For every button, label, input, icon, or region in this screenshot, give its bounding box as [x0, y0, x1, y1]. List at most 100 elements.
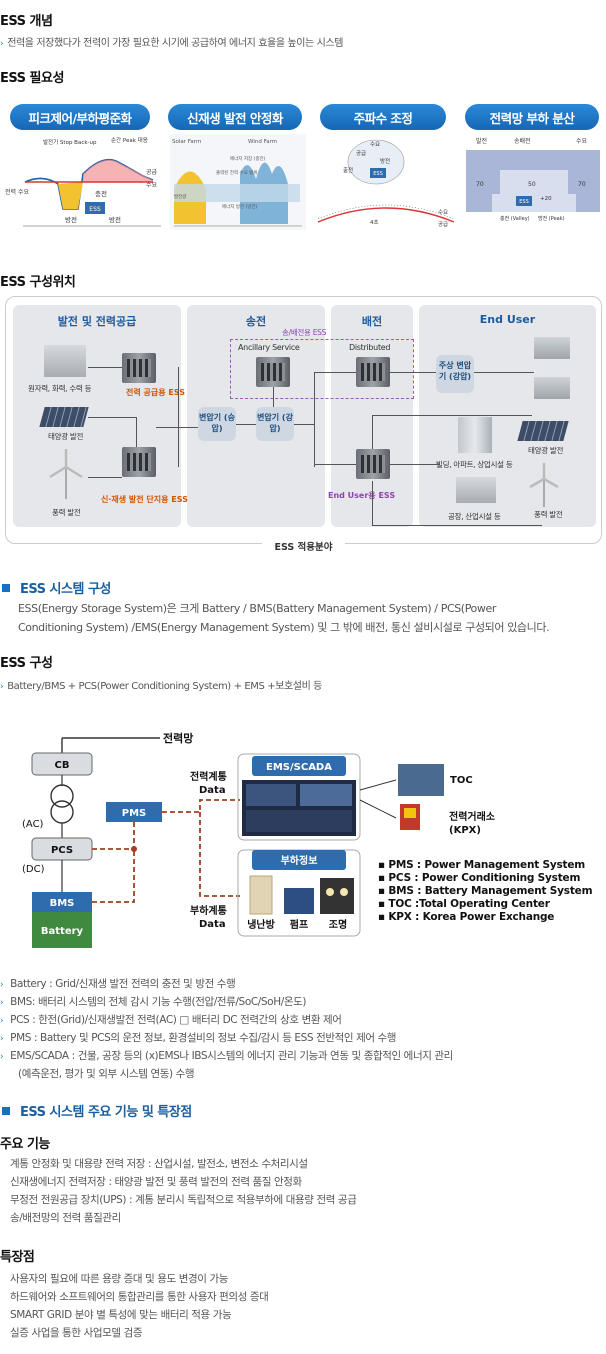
- square-bullet-icon: [2, 1106, 10, 1115]
- end-user-ess-label: End User용 ESS: [328, 491, 396, 500]
- pms-label: PMS: [122, 808, 146, 819]
- legend-bms: ▪ BMS : Battery Management System: [378, 885, 593, 897]
- wind-label: 풍력 발전: [52, 508, 81, 517]
- kpx-label-1: 전력거래소: [449, 810, 495, 823]
- system-desc: ESS(Energy Storage System)은 크게 Battery /…: [18, 602, 550, 634]
- eu-solar-label: 태양광 발전: [528, 446, 564, 455]
- svg-text:70: 70: [578, 181, 586, 188]
- location-diagram: 발전 및 전력공급 송전 배전 End User 송/배전용 ESS Ancil…: [5, 296, 602, 553]
- features-title: ESS 시스템 주요 기능 및 특장점: [2, 1101, 192, 1120]
- main-function-item: 계통 안정화 및 대용량 전력 저장 : 산업시설, 발전소, 변전소 수처리시…: [10, 1158, 308, 1170]
- dc-label: (DC): [22, 864, 45, 875]
- main-function-list: 계통 안정화 및 대용량 전력 저장 : 산업시설, 발전소, 변전소 수처리시…: [10, 1155, 357, 1227]
- pcs-label: PCS: [51, 845, 73, 856]
- need-pill-peak: 피크제어/부하평준화: [10, 104, 150, 130]
- svg-text:발전기 Stop Back-up: 발전기 Stop Back-up: [43, 138, 97, 146]
- frequency-chart: ESS 수요 공급 출전 방전 수요 공급 4초: [317, 139, 455, 228]
- desc-bullet-ems-cont: (예측운전, 평가 및 외부 시스템 연동) 수행: [18, 1068, 195, 1080]
- svg-text:공급: 공급: [356, 150, 366, 157]
- location-footer: ESS 적용분야: [262, 542, 345, 553]
- bms-label: BMS: [50, 898, 75, 909]
- bullet-arrow-icon: ›: [0, 39, 4, 49]
- main-function-title: 주요 기능: [0, 1137, 50, 1152]
- composition-title: ESS 구성: [0, 656, 53, 671]
- bullet-arrow-icon: ›: [0, 980, 4, 990]
- concept-title: ESS 개념: [0, 14, 53, 29]
- bullet-arrow-icon: ›: [0, 1052, 4, 1062]
- eu-solar-icon: [517, 421, 569, 441]
- step-up-transformer: 변압기 (승압): [198, 407, 236, 441]
- trans-ess-label: 송/배전용 ESS: [282, 328, 327, 337]
- distributed-label: Distributed: [349, 343, 391, 352]
- load-data-label-1: 부하계통: [190, 904, 227, 917]
- main-function-item: 신재생에너지 전력저장 : 태양광 발전 및 풍력 발전의 전력 품질 안정화: [10, 1176, 302, 1188]
- svg-text:발전: 발전: [476, 137, 487, 145]
- svg-text:ESS: ESS: [89, 206, 101, 213]
- svg-text:방전: 방전: [65, 215, 77, 224]
- svg-text:출력된 전력 수요 범위: 출력된 전력 수요 범위: [216, 169, 258, 176]
- legend-toc: ▪ TOC :Total Operating Center: [378, 898, 550, 910]
- building-label: 빌딩, 아파트, 상업시설 등: [436, 460, 513, 469]
- location-title: ESS 구성위치: [0, 275, 76, 290]
- desc-bullet-battery: › Battery : Grid/신재생 발전 전력의 충전 및 방전 수행: [0, 978, 236, 990]
- cb-label: CB: [55, 760, 70, 771]
- need-pill-grid: 전력망 부하 분산: [465, 104, 599, 130]
- svg-text:ESS: ESS: [373, 171, 383, 177]
- need-pill-renewable: 신재생 발전 안정화: [168, 104, 302, 130]
- pump-label: 펌프: [290, 918, 308, 931]
- solar-panel-icon: [39, 407, 89, 427]
- svg-text:출전: 출전: [343, 166, 353, 174]
- svg-text:충전 (Valley): 충전 (Valley): [500, 215, 530, 222]
- bullet-arrow-icon: ›: [0, 1016, 4, 1026]
- wind-turbine-icon: [49, 449, 83, 499]
- bullet-arrow-icon: ›: [0, 998, 4, 1008]
- solar-label: 태양광 발전: [48, 432, 84, 441]
- desc-bullet-pms: › PMS : Battery 및 PCS의 운전 정보, 환경설비의 정보 수…: [0, 1032, 397, 1044]
- svg-text:수요: 수요: [146, 182, 158, 189]
- svg-text:수요: 수요: [576, 138, 588, 145]
- main-function-item: 송/배전망의 전력 품질관리: [10, 1212, 121, 1224]
- strength-item: 사용자의 필요에 따른 용량 증대 및 용도 변경이 가능: [10, 1273, 228, 1285]
- grid-label: 전력망: [163, 731, 193, 745]
- strength-item: SMART GRID 분야 별 특성에 맞는 배터리 적용 가능: [10, 1309, 232, 1321]
- grid-load-chart: ESS 발전 송배전 수요 70 50 70 +20 충전 (Valley) 방…: [466, 137, 600, 222]
- load-info-label: 부하정보: [281, 854, 318, 867]
- svg-text:공급: 공급: [146, 169, 158, 176]
- distributed-ess-icon: [356, 357, 390, 387]
- renewable-ess-icon: [122, 447, 156, 477]
- house-icon-1: [534, 337, 570, 359]
- strength-item: 실증 사업을 통한 사업모델 검증: [10, 1327, 143, 1339]
- svg-text:에너지 저장 (충전): 에너지 저장 (충전): [230, 155, 266, 162]
- svg-text:+20: +20: [540, 196, 552, 202]
- peak-control-chart: ESS 발전기 Stop Back-up 순간 Peak 대응 공급 수요 전력…: [5, 136, 161, 227]
- svg-text:4초: 4초: [370, 219, 379, 226]
- hvac-label: 냉난방: [247, 918, 275, 931]
- desc-bullet-ems: › EMS/SCADA : 건물, 공장 등의 (x)EMS나 IBS시스템의 …: [0, 1050, 453, 1062]
- column-generation: 발전 및 전력공급: [13, 305, 181, 527]
- renewable-ess-label: 신·재생 발전 단지용 ESS: [101, 495, 188, 504]
- svg-text:방전: 방전: [380, 157, 390, 165]
- plant-label: 원자력, 화력, 수력 등: [28, 384, 92, 393]
- system-title: ESS 시스템 구성: [2, 578, 111, 597]
- kpx-label-2: (KPX): [449, 825, 481, 836]
- legend-pms: ▪ PMS : Power Management System: [378, 859, 586, 871]
- svg-text:방전 (Peak): 방전 (Peak): [538, 215, 565, 222]
- main-function-item: 무정전 전원공급 장치(UPS) : 계통 분리시 독립적으로 적용부하에 대용…: [10, 1194, 357, 1206]
- building-icon: [458, 417, 492, 453]
- renewable-chart: Solar Farm Wind Farm 에너지 저장 (충전) 출력된 전력 …: [170, 134, 306, 230]
- supply-ess-label: 전력 공급용 ESS: [126, 388, 185, 397]
- svg-text:수요: 수요: [438, 209, 448, 216]
- composition-desc: ›Battery/BMS + PCS(Power Conditioning Sy…: [0, 681, 322, 692]
- legend-kpx: ▪ KPX : Korea Power Exchange: [378, 911, 555, 923]
- light-label: 조명: [329, 918, 347, 931]
- svg-text:공급: 공급: [438, 221, 448, 228]
- svg-text:Solar Farm: Solar Farm: [172, 139, 201, 145]
- necessity-title: ESS 필요성: [0, 71, 64, 86]
- system-diagram: 전력망 CB (AC) PCS (DC) BMS Battery PMS 전력계…: [22, 731, 495, 948]
- svg-text:전력 수요: 전력 수요: [5, 188, 29, 196]
- battery-label: Battery: [41, 926, 84, 937]
- bullet-arrow-icon: ›: [0, 1034, 4, 1044]
- ancillary-ess-icon: [256, 357, 290, 387]
- power-plant-icon: [44, 345, 86, 377]
- desc-bullet-bms: › BMS: 배터리 시스템의 전체 감시 기능 수행(전압/전류/SoC/So…: [0, 996, 307, 1008]
